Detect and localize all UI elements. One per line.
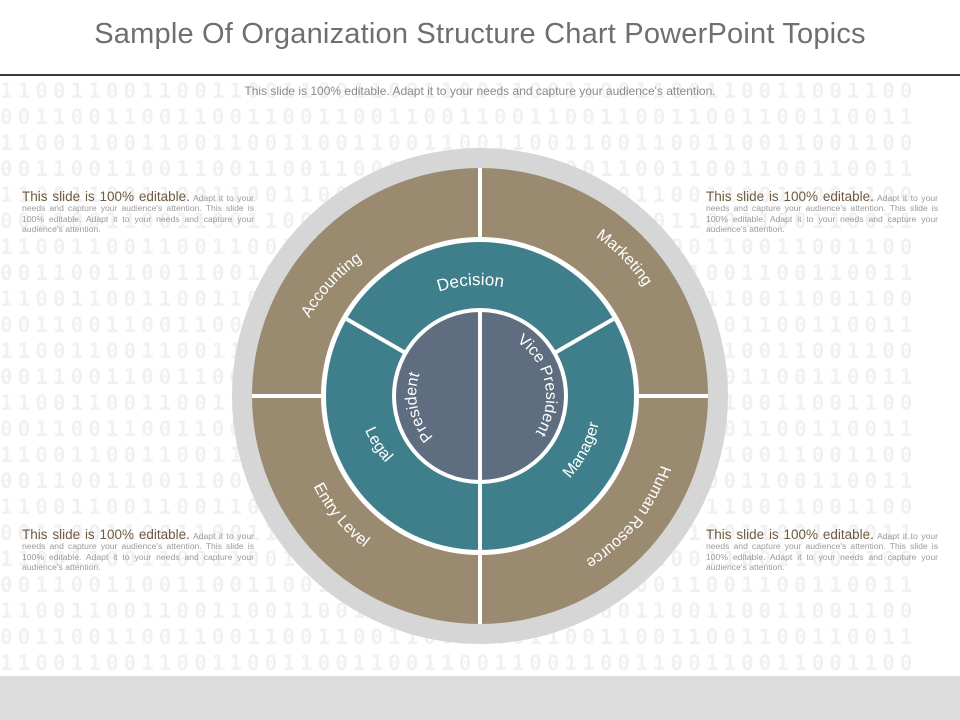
text-block-heading: This slide is 100% editable. [22,189,190,204]
text-block-bottom-right: This slide is 100% editable. Adapt it to… [706,527,938,573]
footer-bar [0,676,960,720]
text-block-body: Adapt it to your needs and capture your … [706,193,938,235]
text-block-body: Adapt it to your needs and capture your … [22,193,254,235]
text-block-top-left: This slide is 100% editable. Adapt it to… [22,189,254,235]
text-block-body: Adapt it to your needs and capture your … [706,531,938,573]
text-block-heading: This slide is 100% editable. [706,189,874,204]
page-title: Sample Of Organization Structure Chart P… [94,18,866,50]
text-block-heading: This slide is 100% editable. [22,527,190,542]
text-block-body: Adapt it to your needs and capture your … [22,531,254,573]
title-divider [0,74,960,76]
text-block-heading: This slide is 100% editable. [706,527,874,542]
text-block-top-right: This slide is 100% editable. Adapt it to… [706,189,938,235]
page-subtitle: This slide is 100% editable. Adapt it to… [244,84,716,98]
text-block-bottom-left: This slide is 100% editable. Adapt it to… [22,527,254,573]
